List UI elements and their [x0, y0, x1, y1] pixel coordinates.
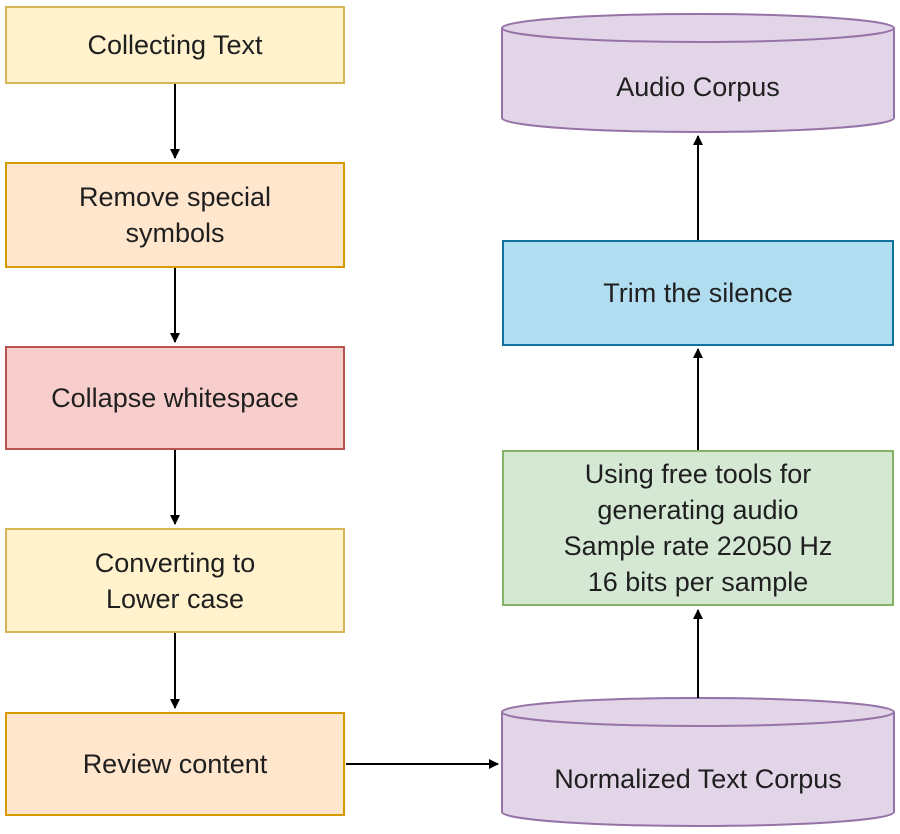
review-content-label: Review content [82, 749, 268, 779]
collapse-whitespace-box: Collapse whitespace [5, 346, 345, 450]
review-content-box: Review content [5, 712, 345, 816]
normalized-corpus-label: Normalized Text Corpus [554, 764, 842, 794]
collapse-whitespace-label: Collapse whitespace [51, 383, 299, 413]
converting-lower-line-1: Converting to [94, 547, 256, 578]
remove-special-box: Remove special symbols [5, 162, 345, 268]
generate-audio-box: Using free tools for generating audio Sa… [502, 450, 894, 606]
trim-silence-label: Trim the silence [603, 278, 793, 308]
audio-corpus-cylinder [501, 13, 895, 133]
generate-audio-line-2: generating audio [597, 495, 799, 525]
converting-lower-line-2: Lower case [105, 583, 245, 614]
normalized-corpus-cylinder [501, 697, 895, 827]
trim-silence-box: Trim the silence [502, 240, 894, 346]
collecting-text-box: Collecting Text [5, 6, 345, 84]
remove-special-line-2: symbols [125, 218, 225, 248]
generate-audio-line-3: Sample rate 22050 Hz [563, 531, 833, 561]
collecting-text-label: Collecting Text [87, 30, 263, 60]
audio-corpus-label: Audio Corpus [616, 72, 780, 102]
converting-lower-box: Converting to Lower case [5, 528, 345, 633]
remove-special-line-1: Remove special [78, 182, 272, 212]
generate-audio-line-1: Using free tools for [584, 459, 812, 489]
generate-audio-line-4: 16 bits per sample [587, 567, 809, 597]
